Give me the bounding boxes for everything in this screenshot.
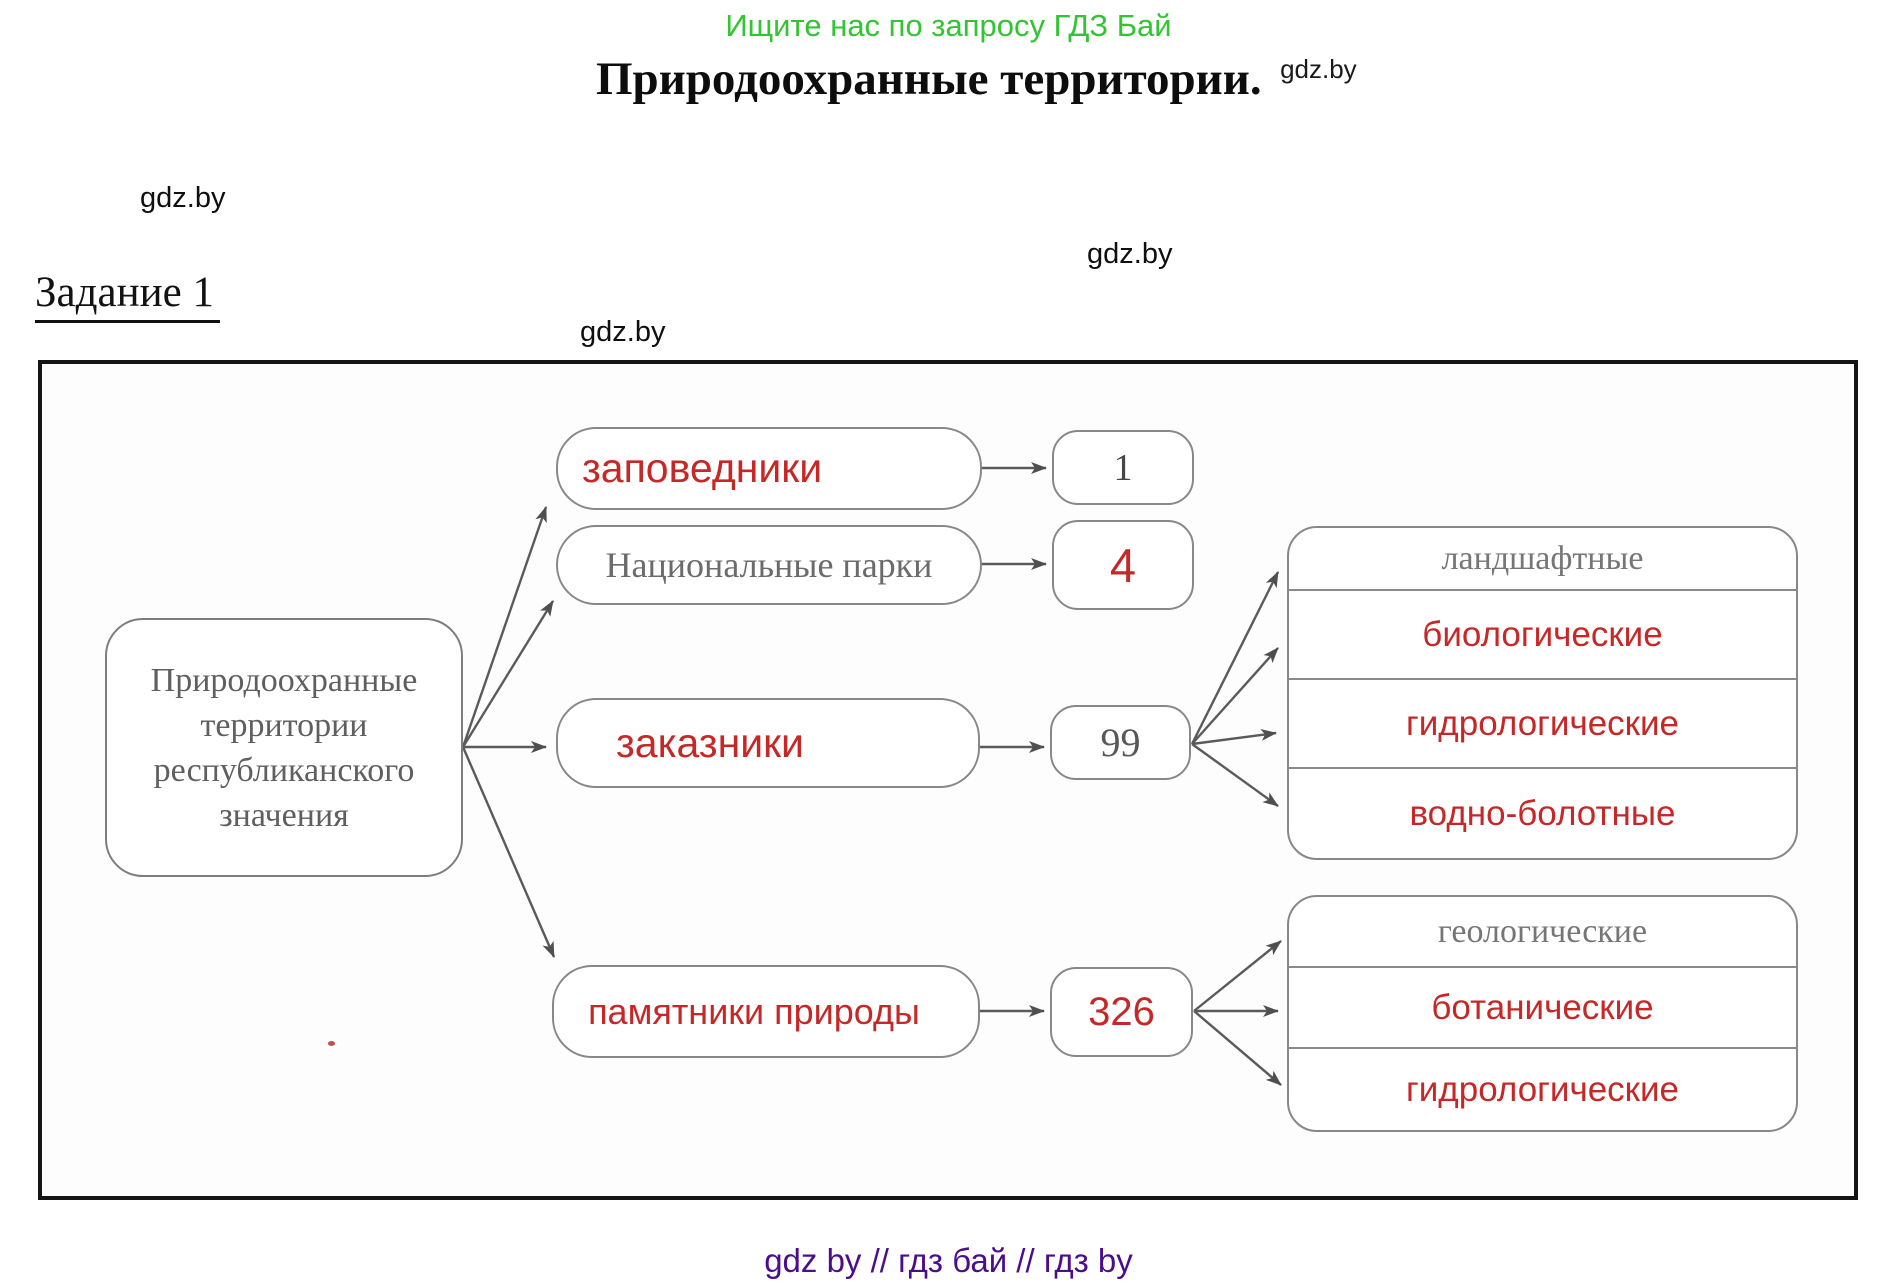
type-row: водно-болотные xyxy=(1289,769,1796,858)
watermark-gdz-by: gdz.by xyxy=(1280,54,1357,84)
type-row: гидрологические xyxy=(1289,680,1796,767)
count-zakazniki: 99 xyxy=(1050,705,1191,780)
type-label: биологические xyxy=(1422,614,1663,654)
type-row: биологические xyxy=(1289,591,1796,678)
page-title-text: Природоохранные территории. xyxy=(596,53,1262,105)
node-label: заказники xyxy=(616,719,804,766)
watermark-gdz-by: gdz.by xyxy=(1087,238,1173,270)
count-pamyatniki-prirody: 326 xyxy=(1050,967,1193,1057)
row-divider xyxy=(1289,1047,1796,1049)
count-nacionalnye-parki: 4 xyxy=(1052,520,1194,610)
watermark-gdz-by: gdz.by xyxy=(140,182,226,214)
row-divider xyxy=(1289,966,1796,968)
root-line: значения xyxy=(219,796,349,834)
row-divider xyxy=(1289,767,1796,769)
count-zapovedniki: 1 xyxy=(1052,430,1194,505)
type-row: ботанические xyxy=(1289,968,1796,1047)
type-label: водно-болотные xyxy=(1409,793,1676,833)
node-zakazniki: заказники xyxy=(556,698,980,788)
task-heading: Задание 1 xyxy=(35,268,220,323)
node-zapovedniki: заповедники xyxy=(556,427,982,510)
watermark-gdz-by: gdz.by xyxy=(580,316,666,348)
row-divider xyxy=(1289,589,1796,591)
type-label: ботанические xyxy=(1431,987,1654,1027)
node-label: памятники природы xyxy=(588,990,920,1032)
node-label: Национальные парки xyxy=(605,545,933,585)
type-label: ландшафтные xyxy=(1441,539,1644,577)
node-nacionalnye-parki: Национальные парки xyxy=(556,525,982,605)
stray-mark xyxy=(328,1041,335,1046)
root-line: республиканского xyxy=(153,751,415,789)
node-pamyatniki-prirody: памятники природы xyxy=(552,965,980,1058)
row-divider xyxy=(1289,678,1796,680)
type-label: геологические xyxy=(1437,912,1648,950)
node-label: заповедники xyxy=(582,445,823,491)
type-row: геологические xyxy=(1289,897,1796,966)
count-value: 326 xyxy=(1088,989,1155,1034)
count-value: 99 xyxy=(1100,720,1141,765)
page-title: Природоохранные территории. gdz.by xyxy=(596,52,1357,106)
footer-line: gdz by // гдз бай // гдз by xyxy=(764,1242,1133,1279)
type-label: гидрологические xyxy=(1405,1069,1680,1109)
count-value: 1 xyxy=(1113,446,1133,489)
zakazniki-types-panel: ландшафтные биологические гидрологически… xyxy=(1287,526,1798,860)
root-line: территории xyxy=(200,706,368,744)
type-row: гидрологические xyxy=(1289,1049,1796,1130)
root-line: Природоохранные xyxy=(150,661,418,699)
pamyatniki-types-panel: геологические ботанические гидрологическ… xyxy=(1287,895,1798,1132)
type-row: ландшафтные xyxy=(1289,528,1796,589)
type-label: гидрологические xyxy=(1405,703,1680,743)
promo-line: Ищите нас по запросу ГДЗ Бай xyxy=(725,8,1172,43)
count-value: 4 xyxy=(1109,538,1137,592)
root-node: Природоохранные территории республиканск… xyxy=(105,618,463,877)
